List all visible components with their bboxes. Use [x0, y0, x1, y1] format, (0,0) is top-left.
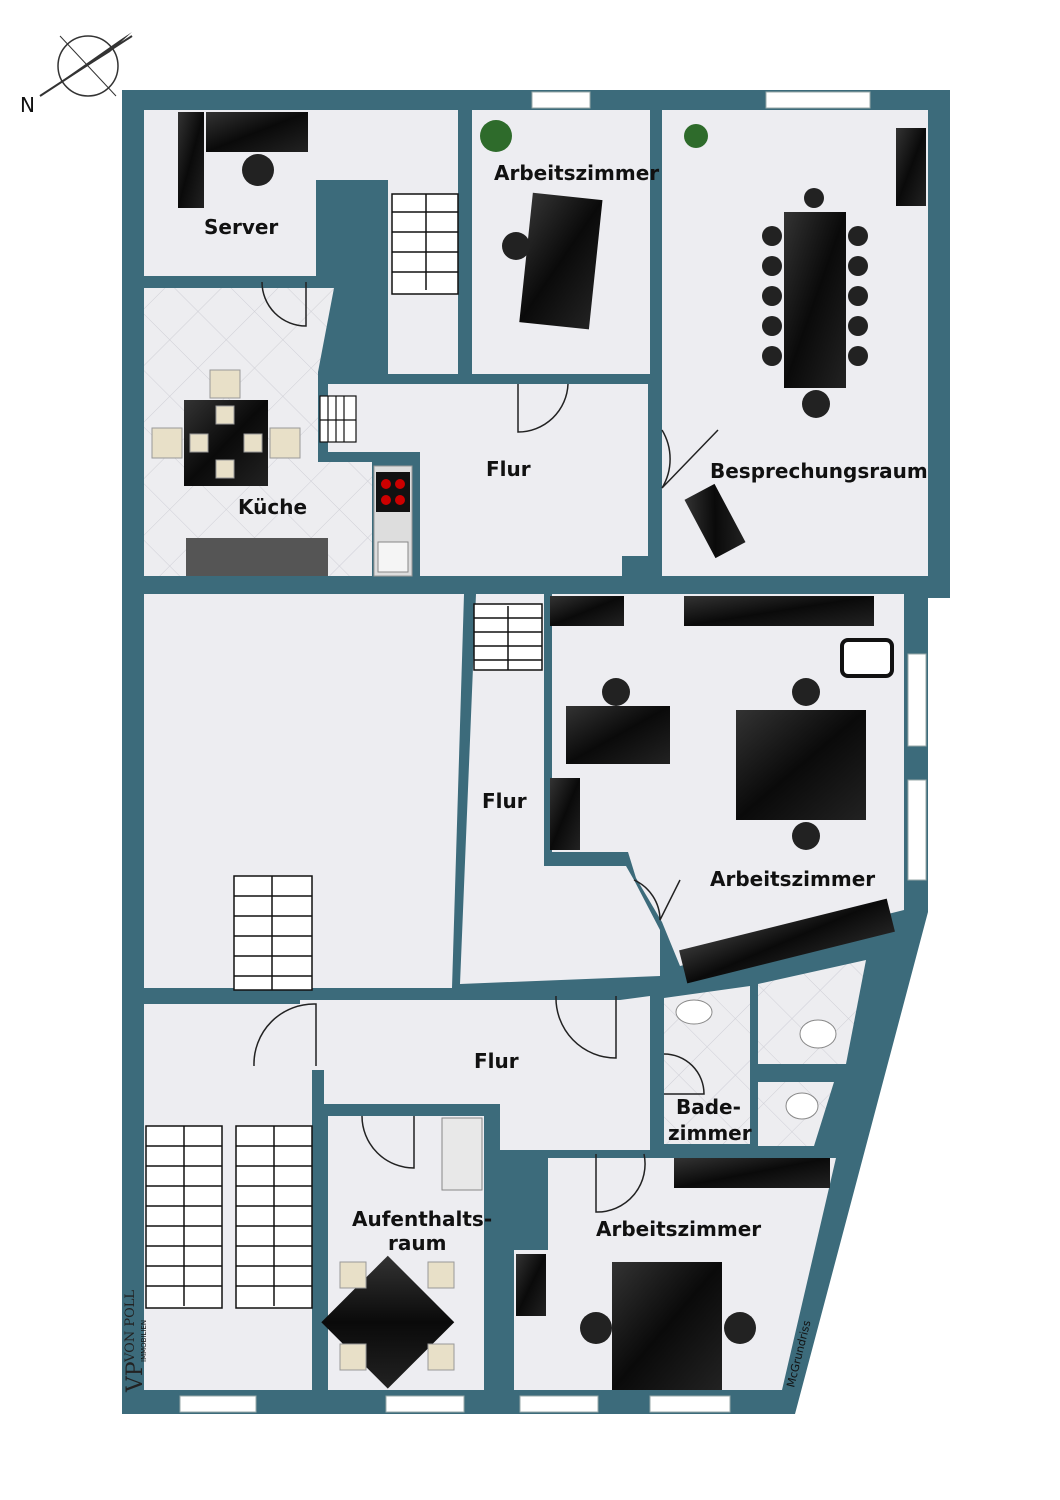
logo-mark: VP	[123, 1361, 148, 1393]
label-bathroom-line2: zimmer	[668, 1121, 752, 1145]
room-labels: Server Arbeitszimmer Küche Flur Besprech…	[204, 161, 928, 1255]
label-hall-middle: Flur	[482, 789, 527, 813]
label-lounge-line2: raum	[388, 1231, 446, 1255]
logo-sub: IMMOBILIEN	[140, 1320, 148, 1362]
label-meeting-room: Besprechungsraum	[710, 459, 928, 483]
wc-floor-1	[758, 960, 866, 1064]
bathroom-fixtures	[675, 999, 837, 1120]
office-desk	[519, 192, 603, 330]
label-office-top: Arbeitszimmer	[494, 161, 659, 185]
plant-icon	[480, 120, 708, 152]
office-chair	[580, 1312, 756, 1344]
staircase-kitchen	[319, 395, 357, 443]
office-chair	[242, 154, 274, 186]
armchair	[840, 638, 894, 678]
label-bathroom-line1: Bade-	[676, 1095, 741, 1119]
label-hall-bottom: Flur	[474, 1049, 519, 1073]
office-right-furniture	[550, 596, 895, 984]
office-chair	[502, 232, 530, 260]
north-label: N	[20, 93, 35, 117]
compass-rose: N	[20, 32, 133, 117]
server-desk	[178, 112, 308, 208]
windows	[179, 91, 927, 1413]
conference-table	[762, 188, 868, 418]
staircase-bottom-left	[145, 1125, 313, 1309]
staircase-left	[233, 875, 313, 991]
logo-name: VON POLL	[123, 1290, 138, 1363]
kitchen-dining-table	[151, 369, 301, 486]
von-poll-logo: VP VON POLL IMMOBILIEN	[123, 1290, 148, 1393]
kitchenette-sink	[441, 1117, 483, 1191]
kitchen-unit	[373, 465, 413, 577]
cabinet	[896, 128, 926, 206]
bathroom-floor	[664, 986, 750, 1144]
lounge-table	[321, 1255, 455, 1389]
sideboard	[684, 483, 746, 559]
label-hall-top: Flur	[486, 457, 531, 481]
staircase-top	[391, 193, 459, 295]
kitchen-counter	[186, 538, 328, 576]
office-bottom-furniture	[516, 1158, 830, 1390]
label-office-bottom: Arbeitszimmer	[596, 1217, 761, 1241]
office-chair	[602, 678, 820, 850]
label-office-right: Arbeitszimmer	[710, 867, 875, 891]
label-kitchen: Küche	[238, 495, 307, 519]
label-lounge-line1: Aufenthalts-	[352, 1207, 492, 1231]
staircase-middle	[473, 603, 543, 671]
label-server: Server	[204, 215, 278, 239]
